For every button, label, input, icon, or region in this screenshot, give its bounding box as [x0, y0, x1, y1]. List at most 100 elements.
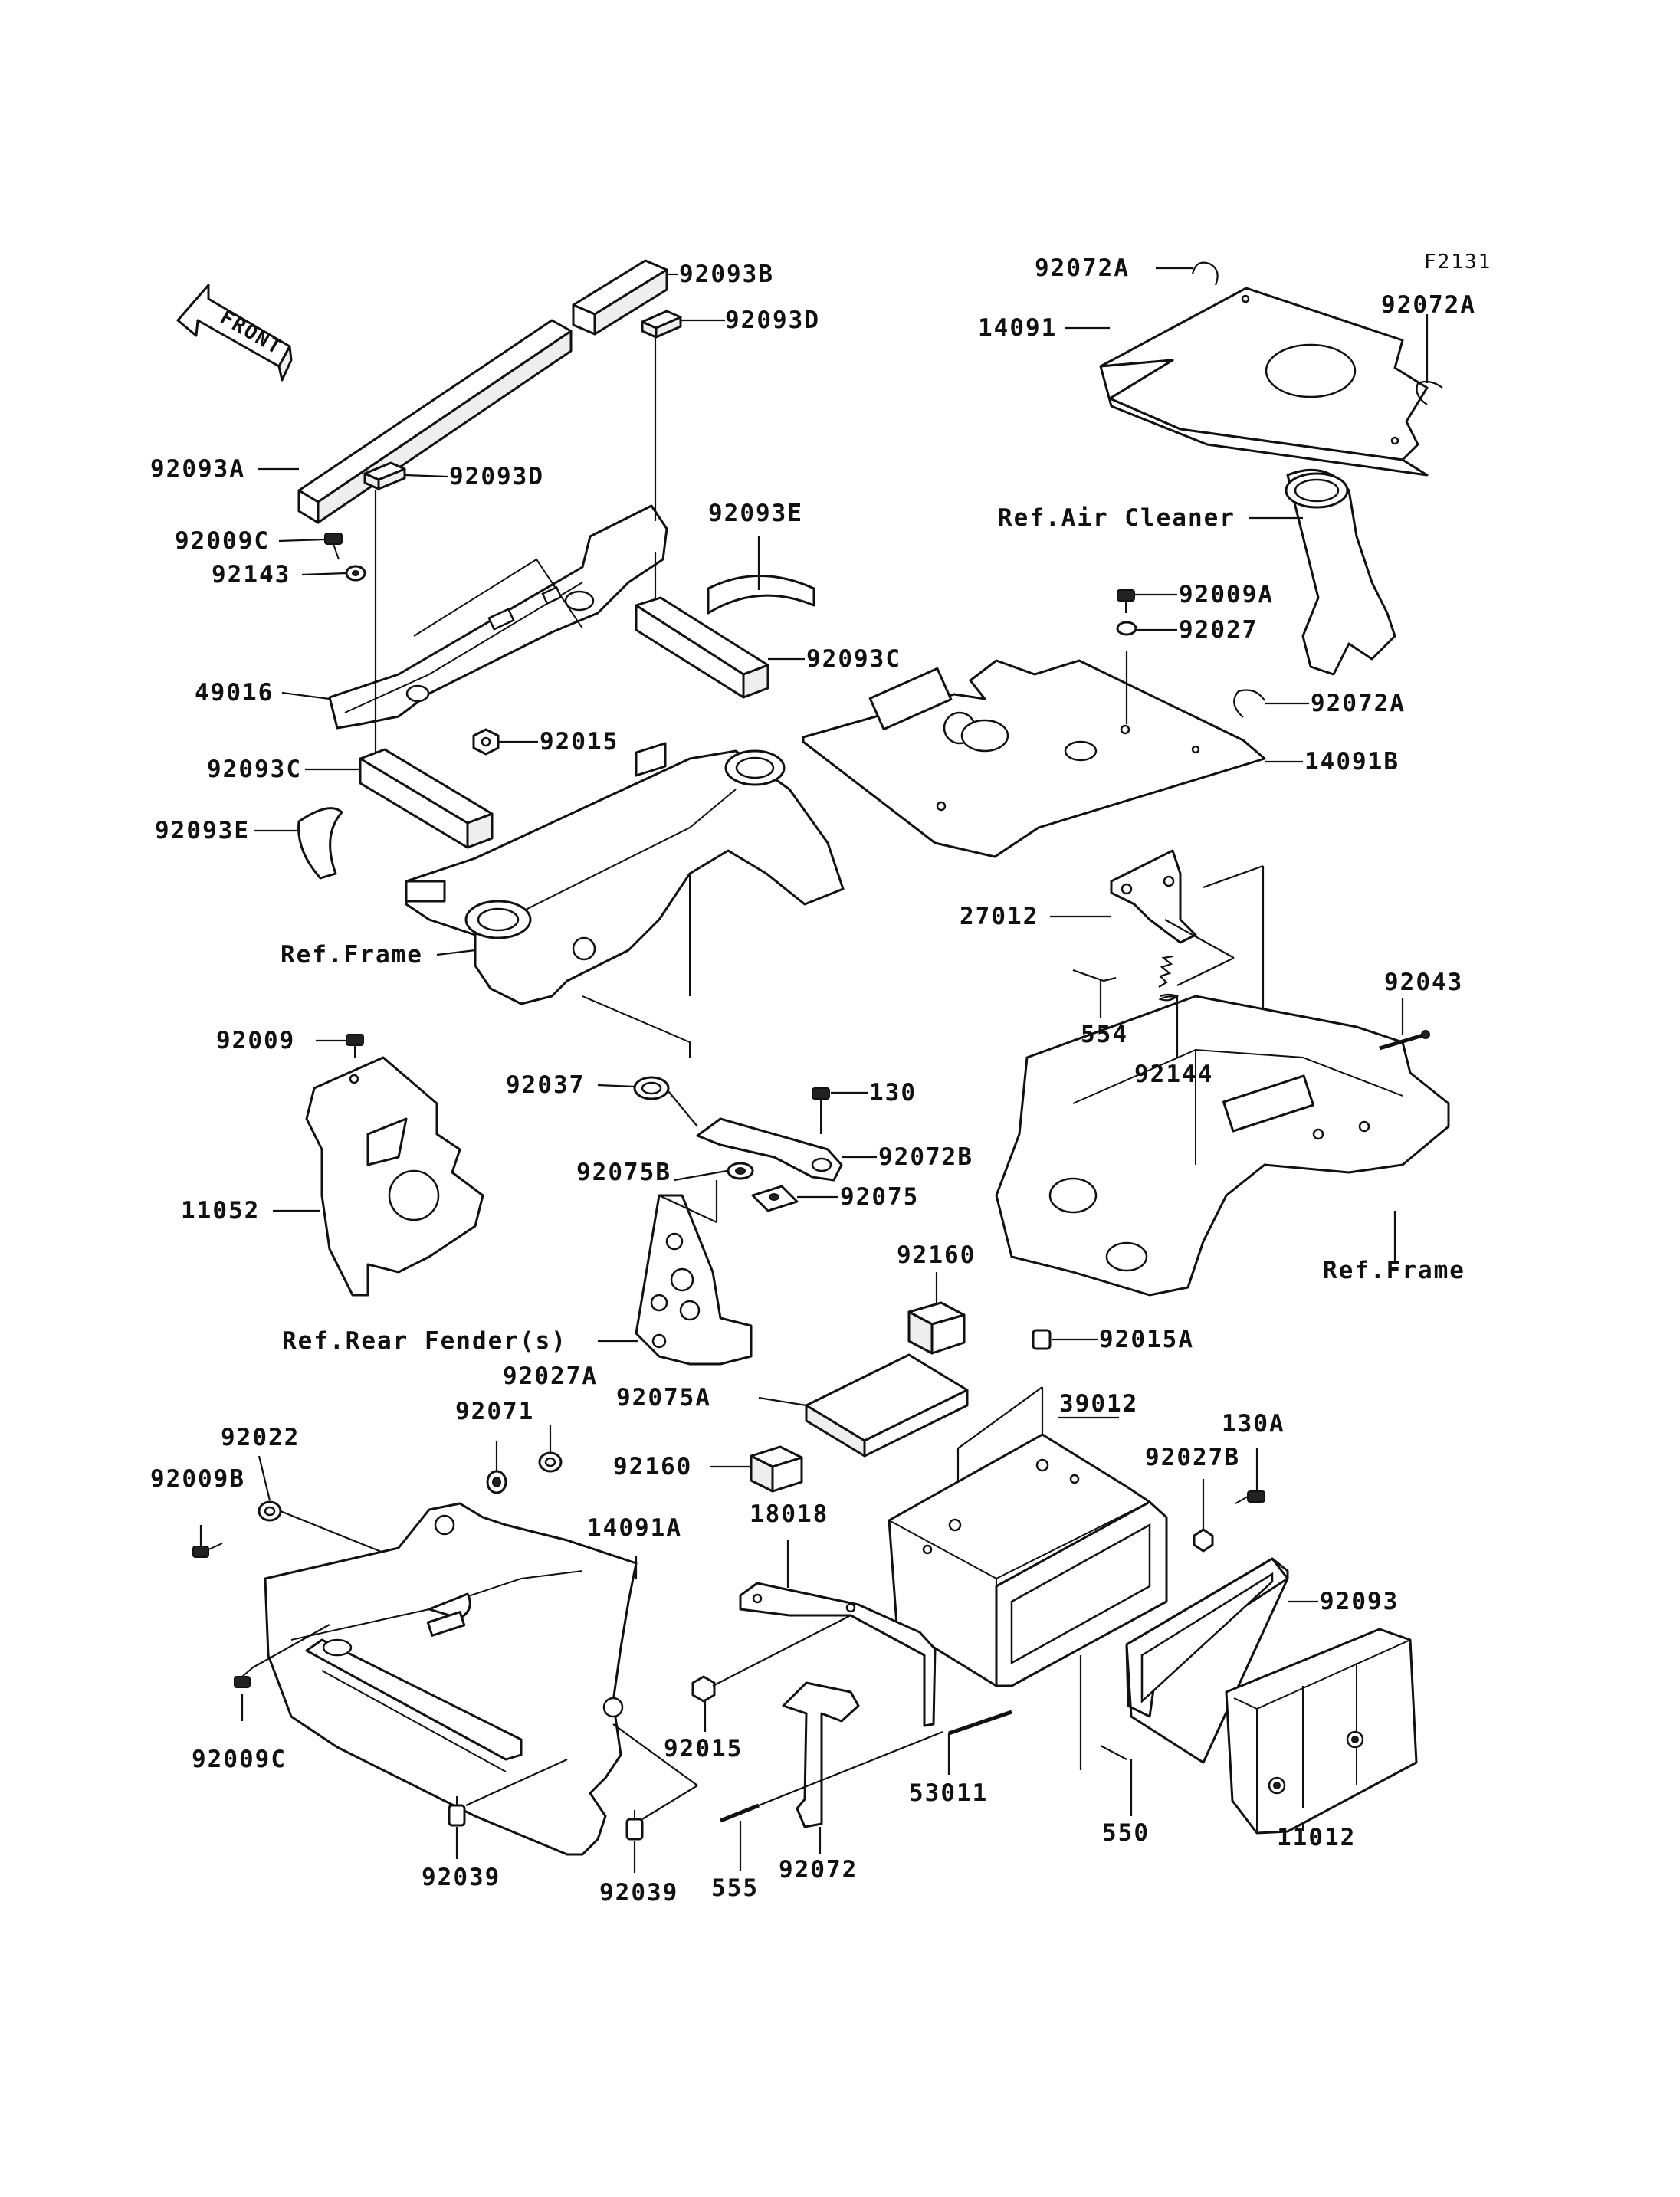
grommet-92075B — [727, 1162, 754, 1180]
leader-lines — [199, 267, 1429, 1873]
spring-92144 — [1158, 955, 1180, 1002]
label-555: 555 — [711, 1874, 759, 1902]
holder-92072 — [782, 1681, 860, 1828]
bracket-92072B — [696, 1117, 843, 1182]
washer-92143 — [345, 565, 366, 582]
label-92160-top: 92160 — [897, 1241, 976, 1269]
label-92009B: 92009B — [150, 1465, 245, 1493]
label-92072: 92072 — [779, 1856, 858, 1884]
label-92015-top: 92015 — [540, 728, 619, 756]
label-92039-right: 92039 — [599, 1879, 678, 1907]
bolt-92009B — [192, 1543, 223, 1558]
label-92037: 92037 — [506, 1071, 585, 1099]
label-92093D-top: 92093D — [725, 307, 820, 334]
label-92009A: 92009A — [1179, 581, 1274, 608]
pad-92160-mid — [750, 1445, 803, 1493]
label-92027B: 92027B — [1145, 1444, 1240, 1471]
nut-92015A — [1032, 1329, 1052, 1350]
label-11012: 11012 — [1277, 1824, 1356, 1851]
pin-555 — [720, 1803, 760, 1823]
part-92093D-mid — [363, 461, 406, 490]
bolt-92009 — [346, 1034, 364, 1058]
label-130: 130 — [869, 1079, 917, 1107]
label-554: 554 — [1081, 1021, 1128, 1048]
label-92093D-mid: 92093D — [449, 463, 544, 490]
pad-92075 — [751, 1185, 799, 1212]
label-53011: 53011 — [909, 1779, 988, 1807]
washer-92022 — [258, 1500, 282, 1522]
label-92072A-top: 92072A — [1035, 254, 1130, 282]
bracket-18018 — [739, 1582, 937, 1727]
label-550: 550 — [1102, 1819, 1150, 1847]
clip-92037 — [633, 1076, 670, 1100]
clip-92039-right — [625, 1810, 644, 1841]
clamp-92072A-right — [1416, 380, 1443, 405]
grommet-92071 — [486, 1470, 507, 1494]
label-92072A-mid: 92072A — [1311, 690, 1406, 717]
part-14091B — [802, 659, 1266, 858]
label-18018: 18018 — [750, 1500, 829, 1528]
part-92093C-right — [635, 596, 769, 699]
label-92071: 92071 — [455, 1398, 534, 1425]
bolt-130A — [1235, 1490, 1265, 1504]
part-14091A — [264, 1502, 638, 1856]
part-27012 — [1110, 849, 1197, 944]
label-39012: 39012 — [1059, 1390, 1138, 1418]
part-92093E-left — [297, 807, 343, 880]
bolt-92009C-bottom — [234, 1667, 254, 1688]
label-92075: 92075 — [840, 1183, 919, 1211]
pin-550 — [1100, 1745, 1127, 1760]
label-11052: 11052 — [181, 1197, 260, 1225]
label-92039-left: 92039 — [422, 1864, 500, 1891]
label-92093B: 92093B — [679, 261, 774, 288]
bolt-92009C-top — [324, 533, 343, 560]
label-92072B: 92072B — [878, 1143, 973, 1171]
part-49016 — [328, 504, 668, 730]
label-92027A: 92027A — [503, 1362, 598, 1390]
grommet-92027A — [538, 1451, 563, 1473]
label-92093C-left: 92093C — [207, 756, 302, 783]
label-92093C-right: 92093C — [806, 645, 901, 673]
pad-92160-top — [907, 1301, 966, 1355]
nut-92015-bottom — [691, 1675, 716, 1703]
part-554 — [1072, 969, 1117, 982]
battery-case-39012 — [888, 1433, 1168, 1687]
label-ref-frame-left: Ref.Frame — [281, 941, 423, 969]
clip-92039-left — [448, 1796, 466, 1827]
frame-right — [995, 995, 1450, 1297]
nut-92027B — [1193, 1528, 1214, 1553]
label-92015-bottom: 92015 — [664, 1735, 743, 1763]
label-92015A: 92015A — [1099, 1326, 1194, 1353]
clamp-92072A-top — [1191, 261, 1219, 286]
frame-left — [405, 742, 845, 1058]
air-cleaner-duct — [1285, 468, 1396, 676]
label-92093E-top: 92093E — [708, 500, 803, 527]
label-92160-mid: 92160 — [613, 1453, 692, 1481]
label-92022: 92022 — [221, 1424, 300, 1451]
part-92093C-left — [359, 748, 494, 849]
label-92027: 92027 — [1179, 616, 1258, 644]
label-92009: 92009 — [216, 1027, 295, 1054]
label-49016: 49016 — [195, 679, 274, 707]
clamp-92072A-mid — [1233, 689, 1265, 718]
battery-cover-11012 — [1225, 1628, 1418, 1835]
part-14091 — [1099, 287, 1429, 477]
label-14091A: 14091A — [587, 1514, 682, 1542]
label-92075B: 92075B — [576, 1159, 671, 1186]
label-ref-rear-fender: Ref.Rear Fender(s) — [282, 1327, 567, 1355]
bolt-92043 — [1379, 1030, 1430, 1051]
label-ref-air-cleaner: Ref.Air Cleaner — [998, 504, 1235, 532]
label-92093A: 92093A — [150, 455, 245, 483]
diagram-code: F2131 — [1424, 251, 1491, 274]
part-92093D-top — [641, 310, 682, 339]
washer-92027 — [1116, 621, 1137, 636]
label-130A: 130A — [1222, 1410, 1285, 1438]
label-92072A-right: 92072A — [1381, 291, 1476, 319]
part-92093B — [572, 259, 668, 336]
label-92009C-top: 92009C — [175, 527, 270, 555]
label-14091: 14091 — [978, 314, 1057, 342]
label-14091B: 14091B — [1304, 748, 1399, 776]
pin-53011 — [948, 1710, 1012, 1736]
label-92043: 92043 — [1384, 969, 1463, 996]
